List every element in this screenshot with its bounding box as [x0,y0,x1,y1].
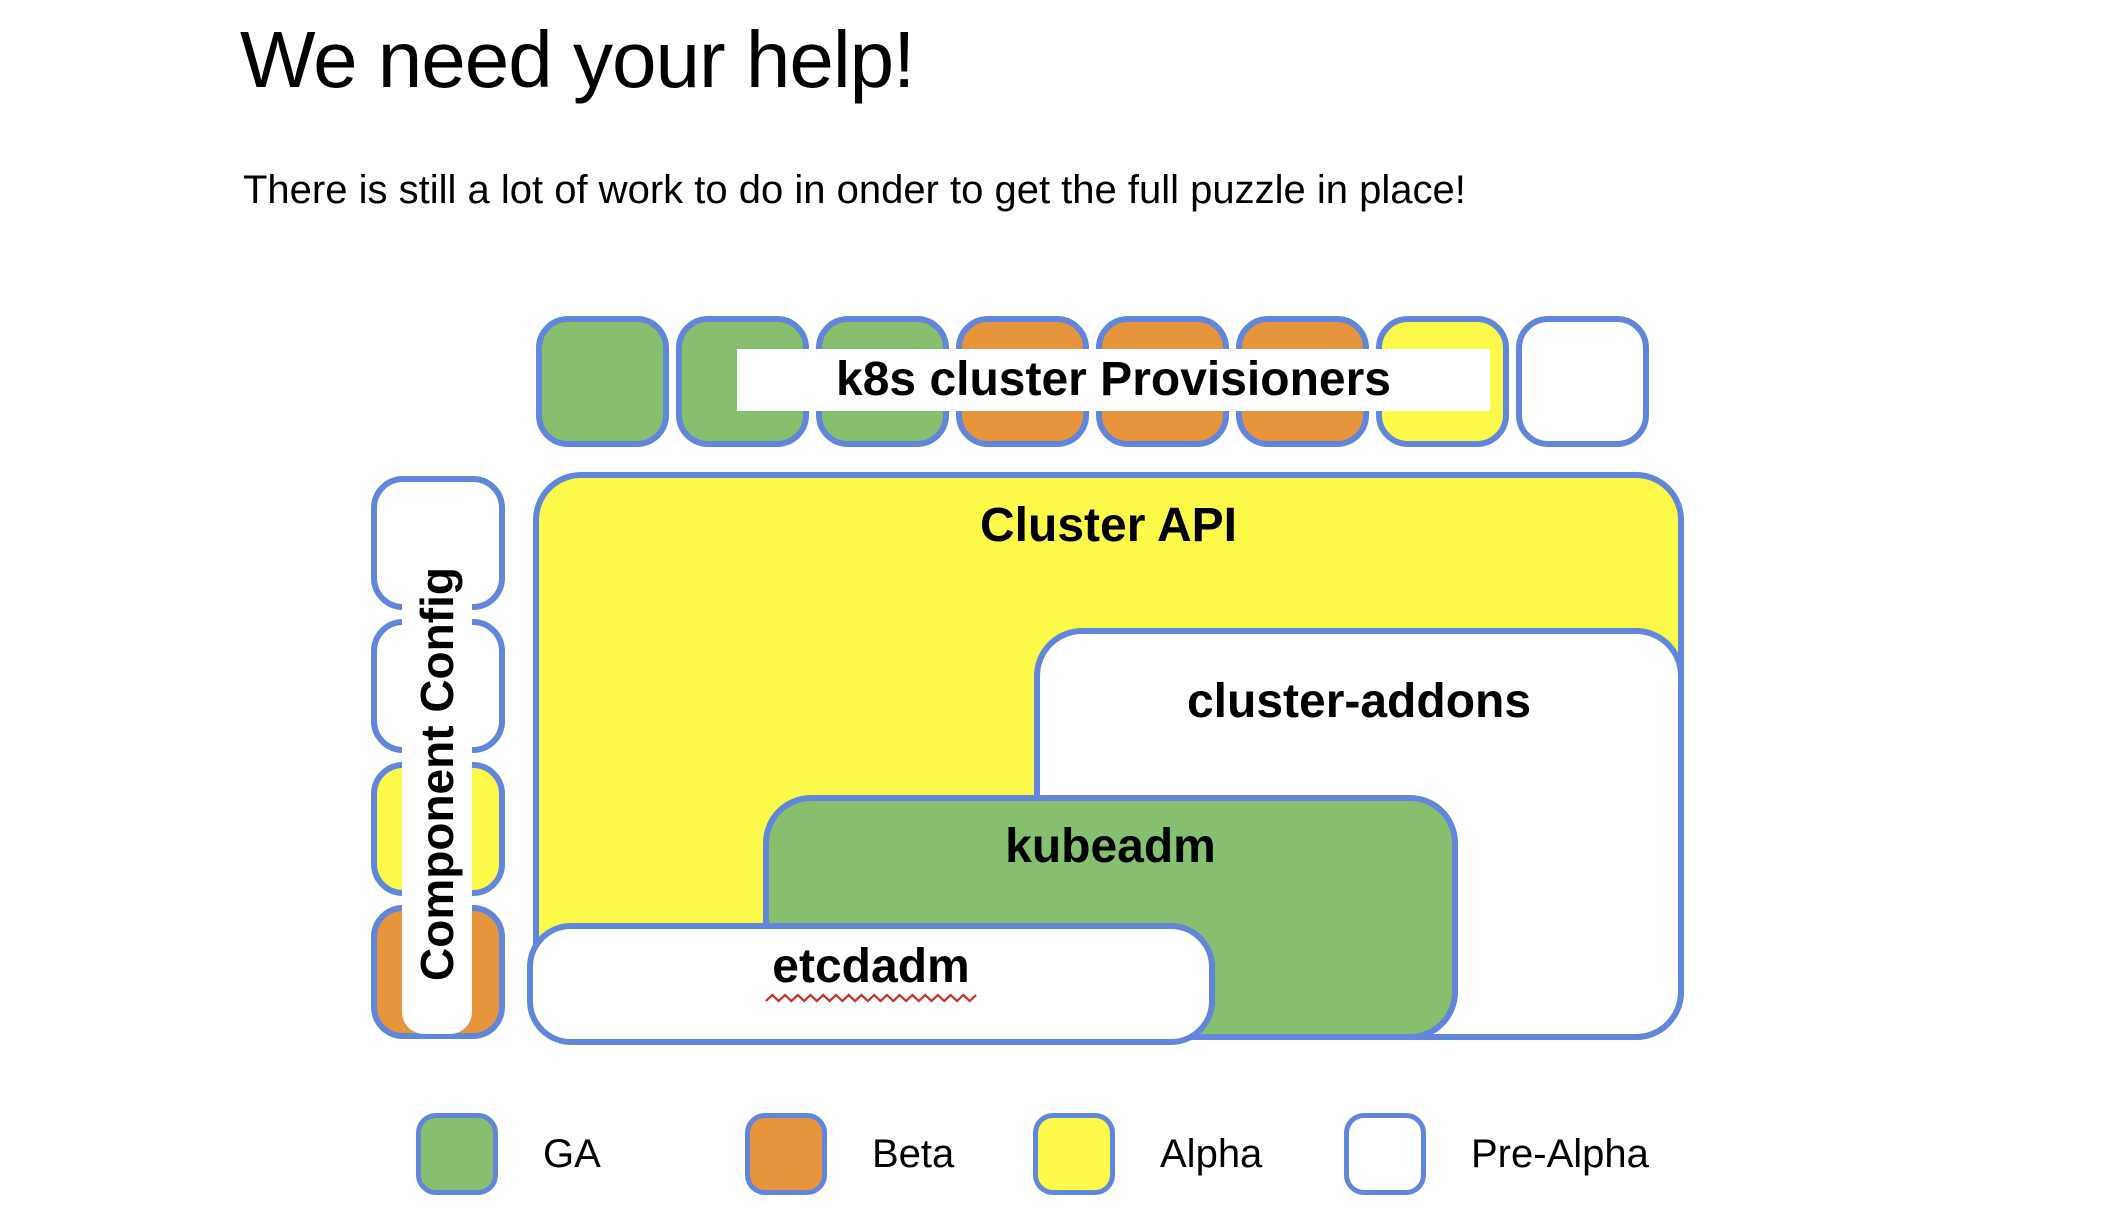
provisioners-label-band: k8s cluster Provisioners [737,349,1490,411]
spellcheck-squiggle-icon [765,993,977,1003]
etcdadm-label: etcdadm [772,940,970,993]
legend-label-ga: GA [543,1131,601,1176]
legend-swatch-beta [745,1113,827,1195]
legend-item-beta: Beta [745,1113,954,1195]
cluster-api-label: Cluster API [980,499,1237,552]
legend-label-alpha: Alpha [1160,1131,1263,1176]
legend-label-pre-alpha: Pre-Alpha [1471,1131,1649,1176]
legend-swatch-pre-alpha [1344,1113,1426,1195]
legend-swatch-alpha [1033,1113,1115,1195]
puzzle-piece-pre-alpha [1516,316,1649,447]
page-title: We need your help! [240,15,915,104]
legend-label-beta: Beta [872,1131,955,1176]
legend-item-pre-alpha: Pre-Alpha [1344,1113,1649,1195]
component-config-label: Component Config [411,567,464,981]
component-config-label-band: Component Config [402,514,472,1034]
puzzle-piece-ga [536,316,669,447]
etcdadm-block: etcdadm [527,923,1215,1045]
legend-item-alpha: Alpha [1033,1113,1262,1195]
provisioners-label: k8s cluster Provisioners [836,353,1391,406]
legend-swatch-ga [416,1113,498,1195]
cluster-addons-label: cluster-addons [1186,675,1532,728]
page-subtitle: There is still a lot of work to do in on… [243,168,1466,212]
kubeadm-label: kubeadm [1005,820,1216,873]
legend-item-ga: GA [416,1113,601,1195]
